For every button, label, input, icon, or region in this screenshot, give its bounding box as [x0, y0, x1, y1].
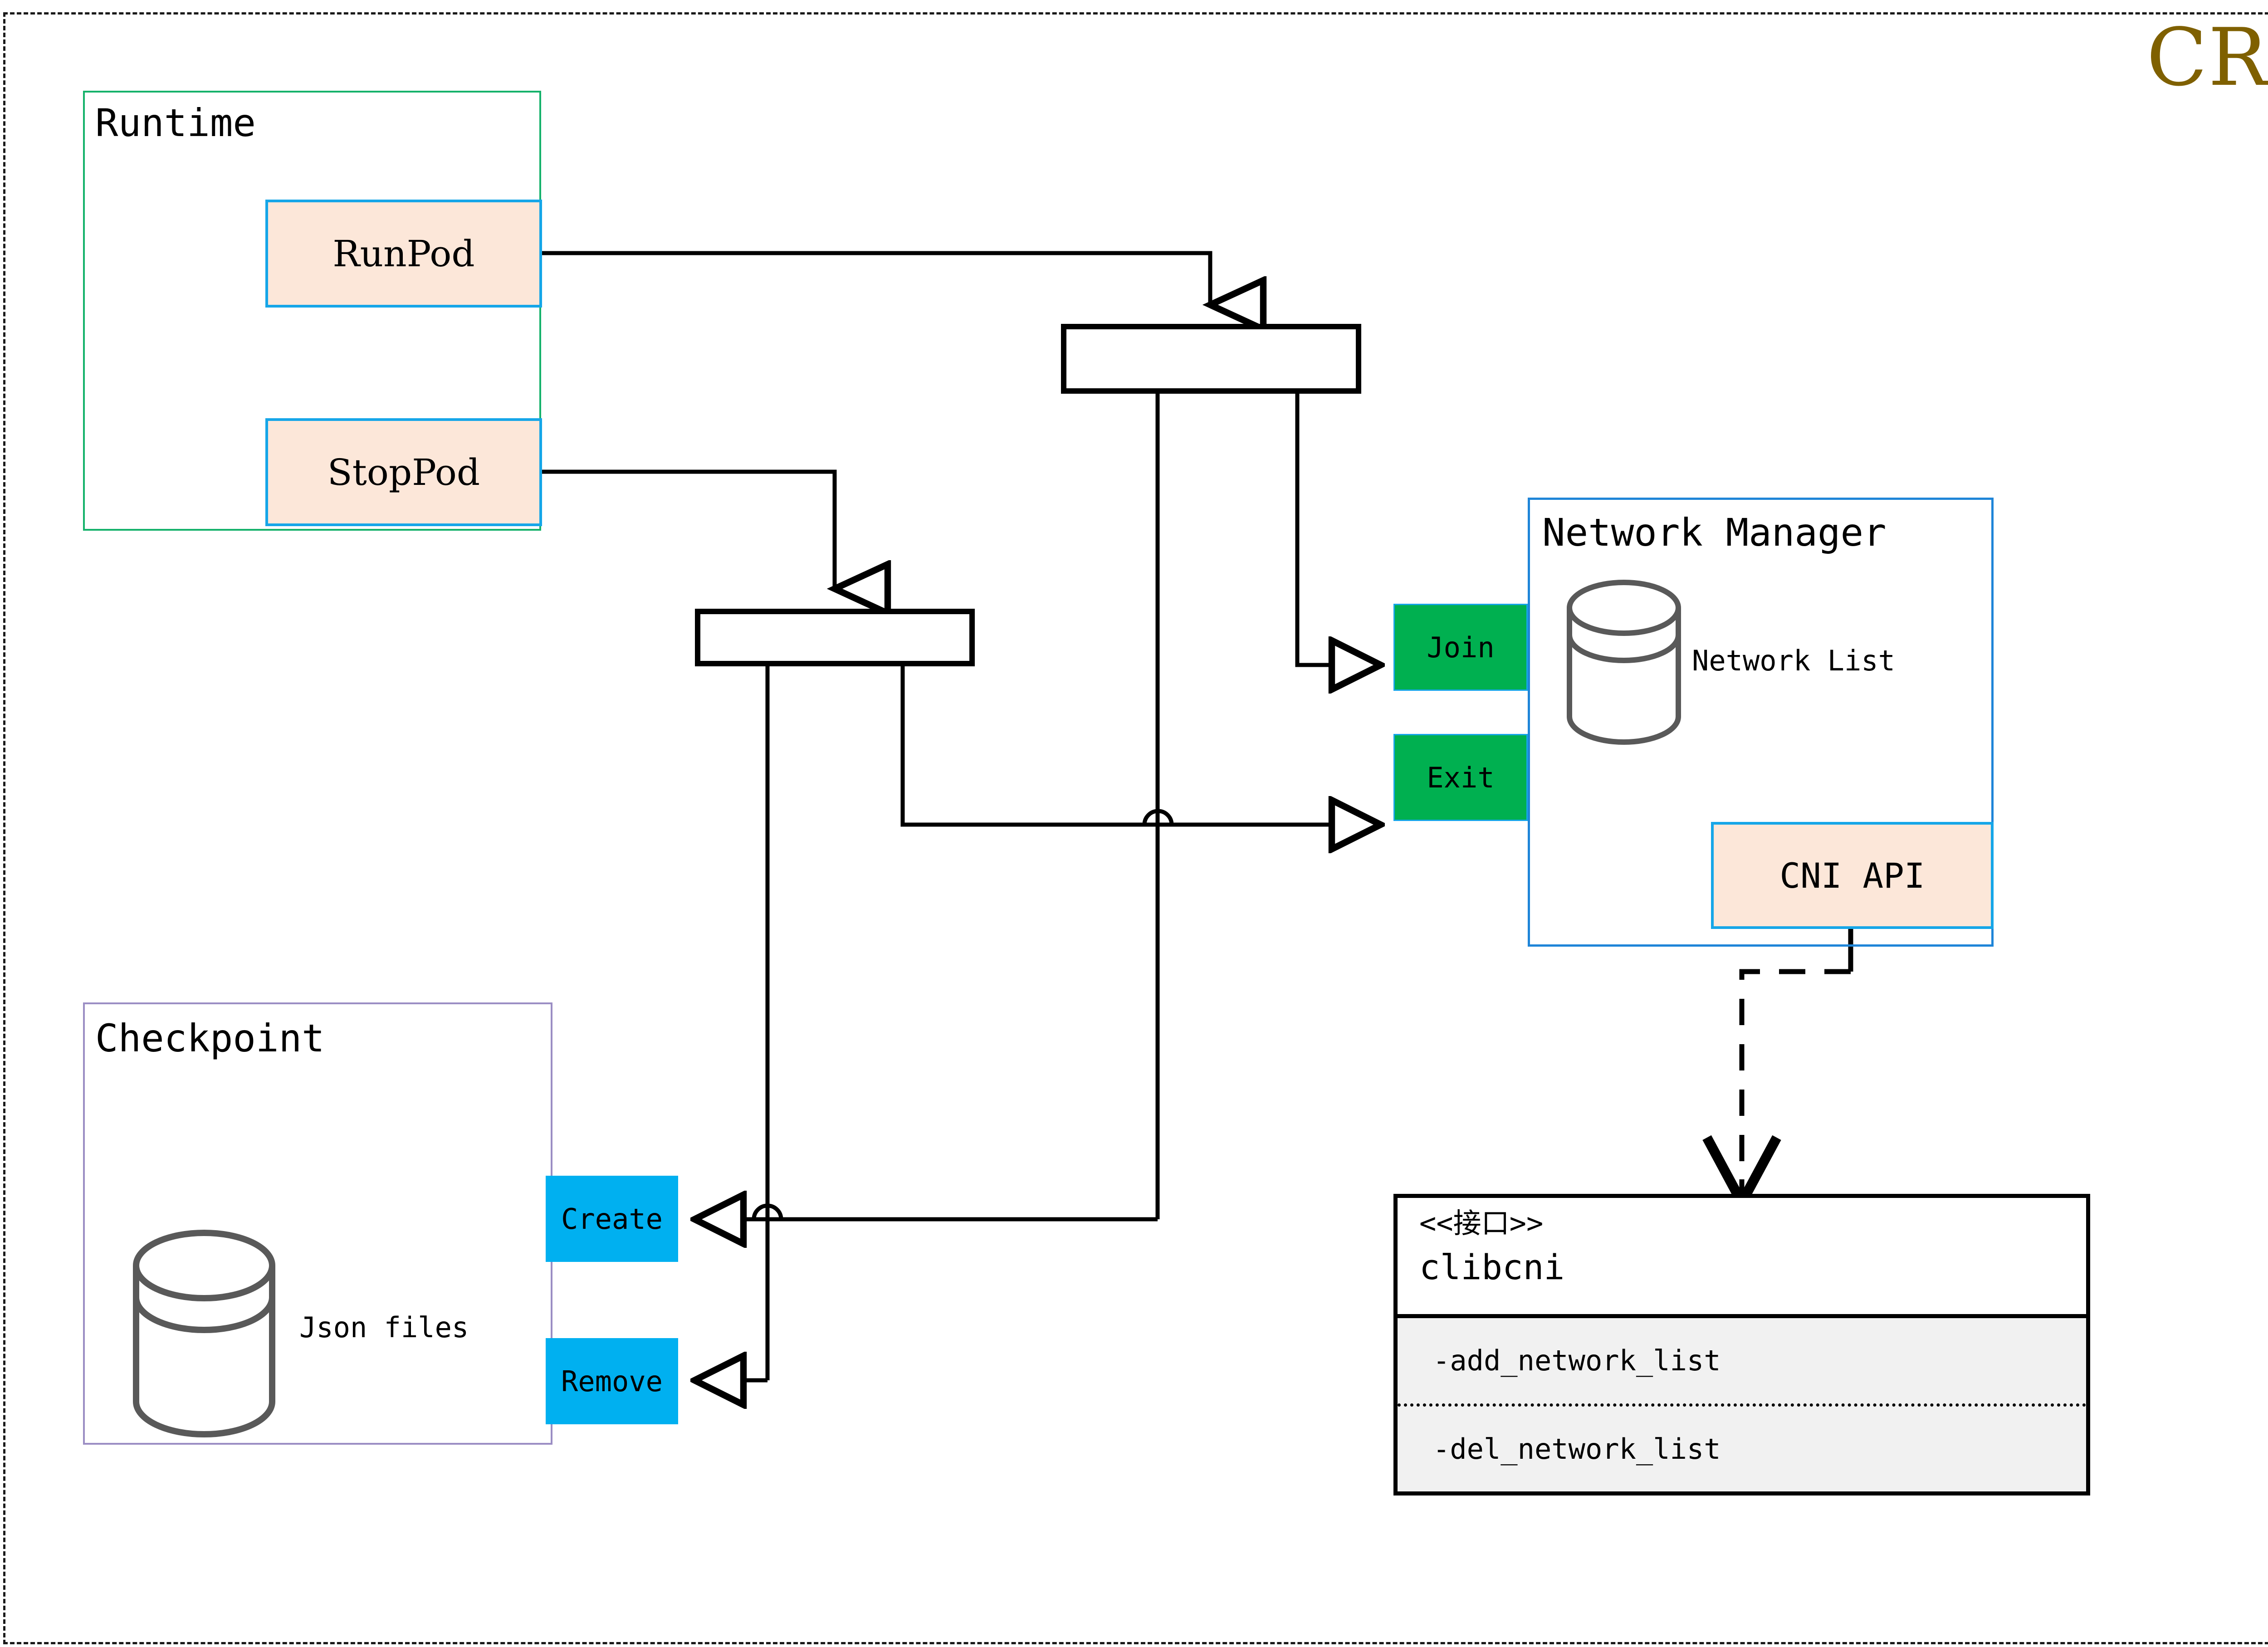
- clibcni-interface-node[interactable]: <<接口>> clibcni -add_network_list -del_ne…: [1393, 1194, 2090, 1495]
- remove-label: Remove: [561, 1364, 663, 1398]
- clibcni-header: <<接口>> clibcni: [1398, 1198, 2086, 1318]
- clibcni-method-add: -add_network_list: [1433, 1344, 1721, 1378]
- stoppod-label: StopPod: [327, 451, 480, 494]
- network-exit-port[interactable]: Exit: [1393, 734, 1528, 821]
- runtime-title: Runtime: [95, 101, 256, 145]
- clibcni-name: clibcni: [1419, 1247, 1565, 1288]
- checkpoint-create-node[interactable]: Create: [546, 1176, 678, 1262]
- outer-dashed-frame: [3, 12, 2268, 1644]
- checkpoint-container: [83, 1002, 552, 1445]
- checkpoint-title: Checkpoint: [95, 1016, 325, 1061]
- network-manager-container: [1528, 498, 1994, 947]
- cni-api-node[interactable]: CNI API: [1711, 822, 1994, 929]
- checkpoint-remove-node[interactable]: Remove: [546, 1338, 678, 1424]
- network-join-port[interactable]: Join: [1393, 604, 1528, 691]
- clibcni-stereotype: <<接口>>: [1419, 1207, 1544, 1240]
- clibcni-method-del: -del_network_list: [1398, 1403, 2086, 1492]
- cni-api-label: CNI API: [1779, 855, 1925, 896]
- clibcni-method-list: -add_network_list -del_network_list: [1398, 1318, 2086, 1491]
- runpod-node[interactable]: RunPod: [265, 200, 542, 308]
- json-files-label: Json files: [299, 1311, 469, 1344]
- join-label: Join: [1427, 630, 1495, 664]
- stoppod-node[interactable]: StopPod: [265, 418, 542, 526]
- runpod-label: RunPod: [332, 232, 475, 275]
- runtime-container: [83, 91, 541, 531]
- exit-label: Exit: [1427, 761, 1495, 794]
- diagram-title: CRI: [2146, 12, 2268, 104]
- network-list-label: Network List: [1692, 644, 1895, 677]
- create-label: Create: [561, 1202, 663, 1236]
- network-manager-title: Network Manager: [1542, 510, 1887, 555]
